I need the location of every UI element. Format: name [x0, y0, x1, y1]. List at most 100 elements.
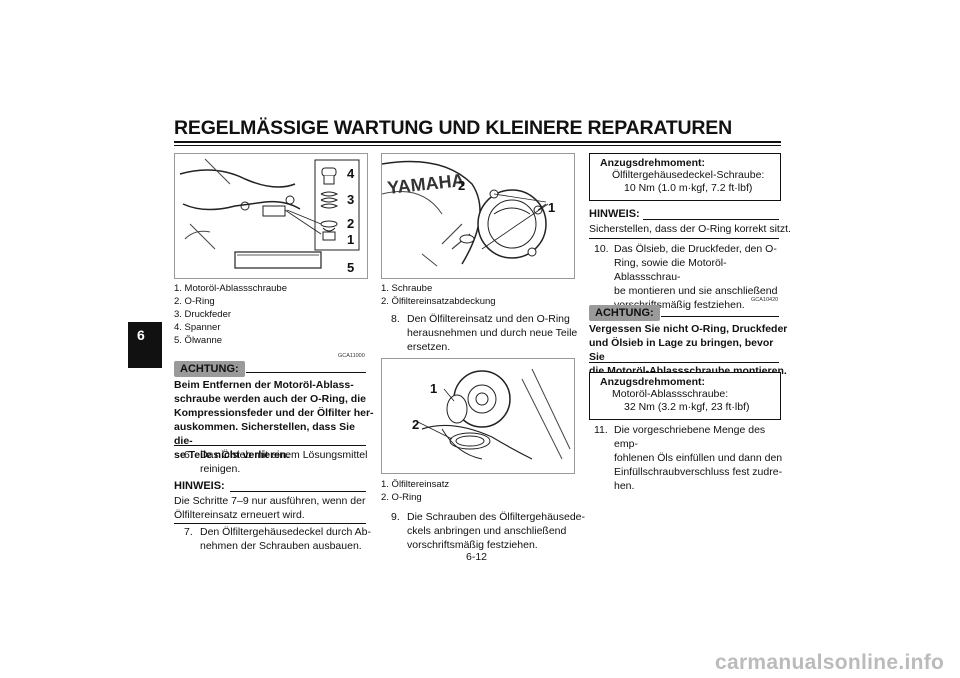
chapter-number: 6	[137, 327, 145, 343]
figure-captions: 1. Ölfiltereinsatz 2. O-Ring	[381, 478, 449, 504]
step-line: nehmen der Schrauben ausbauen.	[200, 540, 362, 552]
step-line: Einfüllschraubverschluss fest zudre-	[614, 466, 783, 478]
warning-code: GCA11000	[338, 353, 365, 359]
step-7: 7. Den Ölfiltergehäusedeckel durch Ab- n…	[184, 525, 379, 555]
caption: 2. Ölfiltereinsatzabdeckung	[381, 296, 496, 307]
torque-box-drain-bolt: Anzugsdrehmoment: Motoröl-Ablassschraube…	[589, 372, 781, 420]
step-text: Das Ölsieb mit einem Lösungsmittel reini…	[200, 448, 367, 476]
warning-code: GCA10420	[751, 297, 779, 303]
figure-drain-bolt: 4 3 2 1 5	[174, 153, 368, 279]
caption: 4. Spanner	[174, 322, 221, 333]
watermark: carmanualsonline.info	[715, 651, 945, 674]
figure-captions: 1. Motoröl-Ablassschraube 2. O-Ring 3. D…	[174, 282, 287, 347]
callout-3: 3	[347, 192, 354, 207]
warning-rule	[246, 372, 366, 373]
warning-line: Beim Entfernen der Motoröl-Ablass-	[174, 379, 354, 391]
warning-label: ACHTUNG:	[589, 305, 660, 321]
callout-4: 4	[347, 166, 355, 181]
hinweis-label: HINWEIS:	[589, 208, 640, 220]
figure-filter-element: 1 2	[381, 358, 575, 474]
hinweis-rule	[643, 219, 779, 220]
step-line: be montieren und sie anschließend	[614, 285, 778, 297]
torque-value: 10 Nm (1.0 m·kgf, 7.2 ft·lbf)	[624, 182, 753, 194]
warning-label: ACHTUNG:	[174, 361, 245, 377]
callout-1: 1	[347, 232, 354, 247]
warning-line: Kompressionsfeder und der Ölfilter her-	[174, 407, 374, 419]
step-number: 10.	[594, 243, 609, 255]
step-line: reinigen.	[200, 463, 241, 475]
caption: 1. Schraube	[381, 283, 433, 294]
page-number: 6-12	[466, 551, 488, 563]
figure-captions: 1. Schraube 2. Ölfiltereinsatzabdeckung	[381, 282, 496, 308]
step-line: Die vorgeschriebene Menge des emp-	[614, 424, 766, 450]
step-11: 11. Die vorgeschriebene Menge des emp- f…	[594, 423, 789, 492]
warning-text: Beim Entfernen der Motoröl-Ablass- schra…	[174, 378, 374, 462]
torque-title: Anzugsdrehmoment:	[600, 376, 705, 388]
caption: 3. Druckfeder	[174, 309, 232, 320]
caption: 2. O-Ring	[174, 296, 215, 307]
torque-box-filter-cover: Anzugsdrehmoment: Ölfiltergehäusedeckel-…	[589, 153, 781, 201]
step-number: 6.	[184, 449, 193, 461]
step-text: Das Ölsieb, die Druckfeder, den O- Ring,…	[614, 242, 789, 312]
warning-line: Vergessen Sie nicht O-Ring, Druckfeder	[589, 323, 788, 335]
callout-1: 1	[548, 200, 555, 215]
step-line: Den Ölfiltereinsatz und den O-Ring	[407, 313, 570, 325]
step-number: 11.	[594, 424, 608, 436]
torque-part: Motoröl-Ablassschraube:	[612, 388, 729, 400]
step-number: 9.	[391, 511, 400, 523]
torque-title: Anzugsdrehmoment:	[600, 157, 705, 169]
step-10: 10. Das Ölsieb, die Druckfeder, den O- R…	[594, 242, 789, 311]
step-number: 7.	[184, 526, 193, 538]
step-text: Den Ölfiltereinsatz und den O-Ring herau…	[407, 312, 577, 354]
step-line: Den Ölfiltergehäusedeckel durch Ab-	[200, 526, 372, 538]
hinweis-line: Ölfiltereinsatz erneuert wird.	[174, 509, 305, 521]
step-6: 6. Das Ölsieb mit einem Lösungsmittel re…	[184, 448, 374, 478]
warning-end-rule	[589, 362, 779, 363]
warning-end-rule	[174, 445, 366, 446]
figure-filter-cover: YAMAHA 2 1	[381, 153, 575, 279]
warning-line: se Teile nicht verlieren.	[174, 449, 290, 461]
warning-rule	[661, 316, 779, 317]
hinweis-text: Die Schritte 7–9 nur ausführen, wenn der…	[174, 494, 374, 522]
hinweis-end-rule	[174, 523, 366, 524]
hinweis-text: Sicherstellen, dass der O-Ring korrekt s…	[589, 223, 791, 235]
callout-2: 2	[458, 178, 465, 193]
step-line: Das Ölsieb, die Druckfeder, den O-	[614, 243, 777, 255]
callout-5: 5	[347, 260, 354, 275]
caption: 5. Ölwanne	[174, 335, 223, 346]
torque-part: Ölfiltergehäusedeckel-Schraube:	[612, 169, 765, 181]
hinweis-rule	[230, 491, 366, 492]
warning-line: schraube werden auch der O-Ring, die	[174, 393, 366, 405]
step-text: Die Schrauben des Ölfiltergehäusede- cke…	[407, 510, 585, 552]
page-title: REGELMÄSSIGE WARTUNG UND KLEINERE REPARA…	[174, 117, 732, 139]
torque-value: 32 Nm (3.2 m·kgf, 23 ft·lbf)	[624, 401, 750, 413]
step-line: ckels anbringen und anschließend	[407, 525, 567, 537]
title-rule	[174, 141, 781, 143]
step-line: Ring, sowie die Motoröl-Ablassschrau-	[614, 257, 727, 283]
step-9: 9. Die Schrauben des Ölfiltergehäusede- …	[391, 510, 586, 554]
hinweis-label: HINWEIS:	[174, 480, 225, 492]
hinweis-line: Die Schritte 7–9 nur ausführen, wenn der	[174, 495, 366, 507]
step-number: 8.	[391, 313, 400, 325]
step-text: Die vorgeschriebene Menge des emp- fohle…	[614, 423, 789, 493]
warning-text: Vergessen Sie nicht O-Ring, Druckfeder u…	[589, 322, 789, 378]
step-line: hen.	[614, 480, 635, 492]
step-line: fohlenen Öls einfüllen und dann den	[614, 452, 783, 464]
callout-2: 2	[412, 417, 419, 432]
caption: 2. O-Ring	[381, 492, 422, 503]
step-line: Die Schrauben des Ölfiltergehäusede-	[407, 511, 586, 523]
title-rule-thin	[174, 145, 781, 146]
chapter-tab	[128, 322, 162, 368]
hinweis-end-rule	[589, 238, 779, 239]
callout-2: 2	[347, 216, 354, 231]
step-8: 8. Den Ölfiltereinsatz und den O-Ring he…	[391, 312, 581, 356]
caption: 1. Motoröl-Ablassschraube	[174, 283, 287, 294]
callout-1: 1	[430, 381, 437, 396]
step-line: ersetzen.	[407, 341, 451, 353]
step-text: Den Ölfiltergehäusedeckel durch Ab- nehm…	[200, 525, 371, 553]
step-line: vorschriftsmäßig festziehen.	[407, 539, 538, 551]
warning-line: auskommen. Sicherstellen, dass Sie die-	[174, 421, 355, 447]
caption: 1. Ölfiltereinsatz	[381, 479, 450, 490]
step-line: herausnehmen und durch neue Teile	[407, 327, 578, 339]
warning-line: und Ölsieb in Lage zu bringen, bevor Sie	[589, 337, 774, 363]
